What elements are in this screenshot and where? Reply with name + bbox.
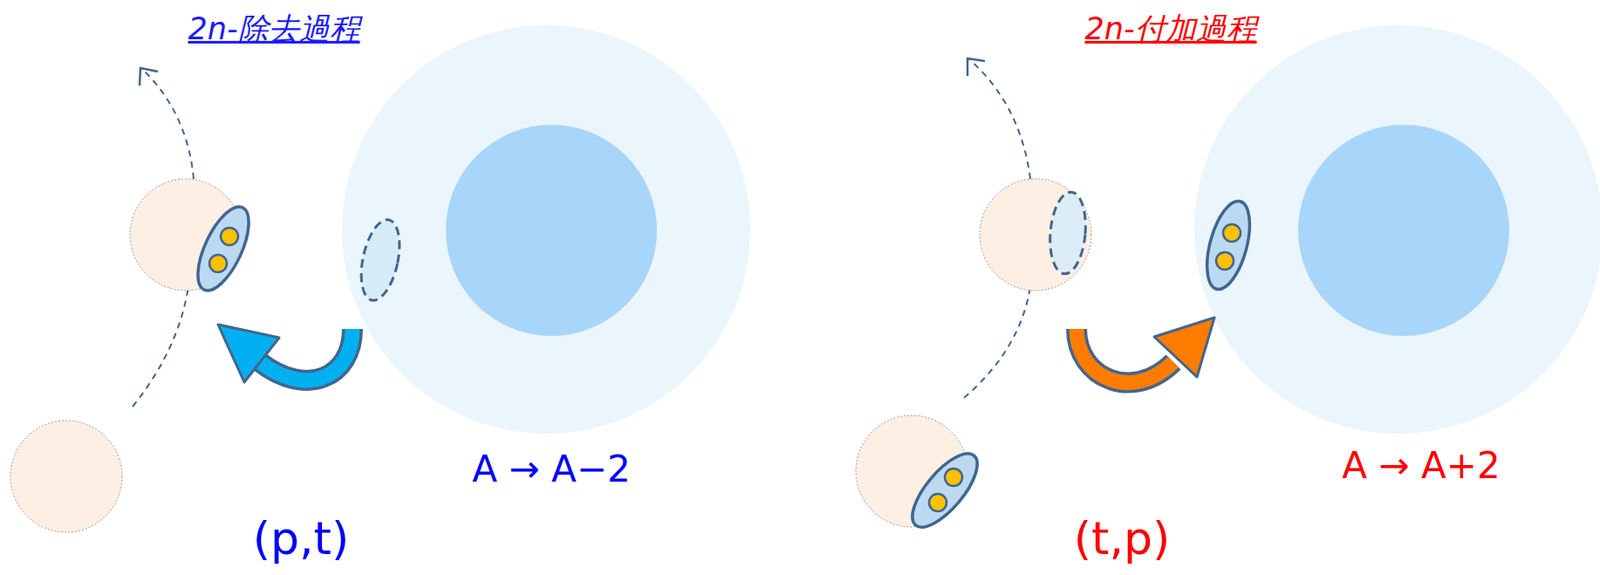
process-title: 2n-除去過程 [187,11,360,47]
mass-change: A → A+2 [1341,444,1500,487]
projectile [10,420,123,533]
transfer-arrow-head [218,324,280,383]
trajectory-head [967,58,985,76]
trajectory [969,59,1031,179]
trajectory-head [139,68,158,86]
trajectory [143,69,194,179]
vacancy-ellipse [355,216,407,304]
trajectory [132,286,189,407]
vacancy-ellipse [1046,190,1089,275]
reaction-label: (t,p) [1073,512,1171,566]
mass-change: A → A−2 [471,448,630,491]
neutron [220,227,239,246]
nucleus-core [445,124,657,336]
nucleus-surface [1194,25,1600,434]
dineutron [1198,196,1258,294]
nucleus-surface [341,25,751,434]
neutron [1216,252,1234,270]
dineutron [901,444,988,538]
nucleus-core [1298,124,1510,336]
process-title: 2n-付加過程 [1084,11,1257,47]
trajectory [964,286,1031,398]
neutron [209,254,227,273]
projectile [979,178,1092,291]
neutron [1223,224,1241,242]
neutron [929,493,947,512]
dineutron [187,199,260,298]
neutron [944,468,963,486]
transfer-arrow-head [1154,317,1215,377]
reaction-label: (p,t) [252,512,350,566]
